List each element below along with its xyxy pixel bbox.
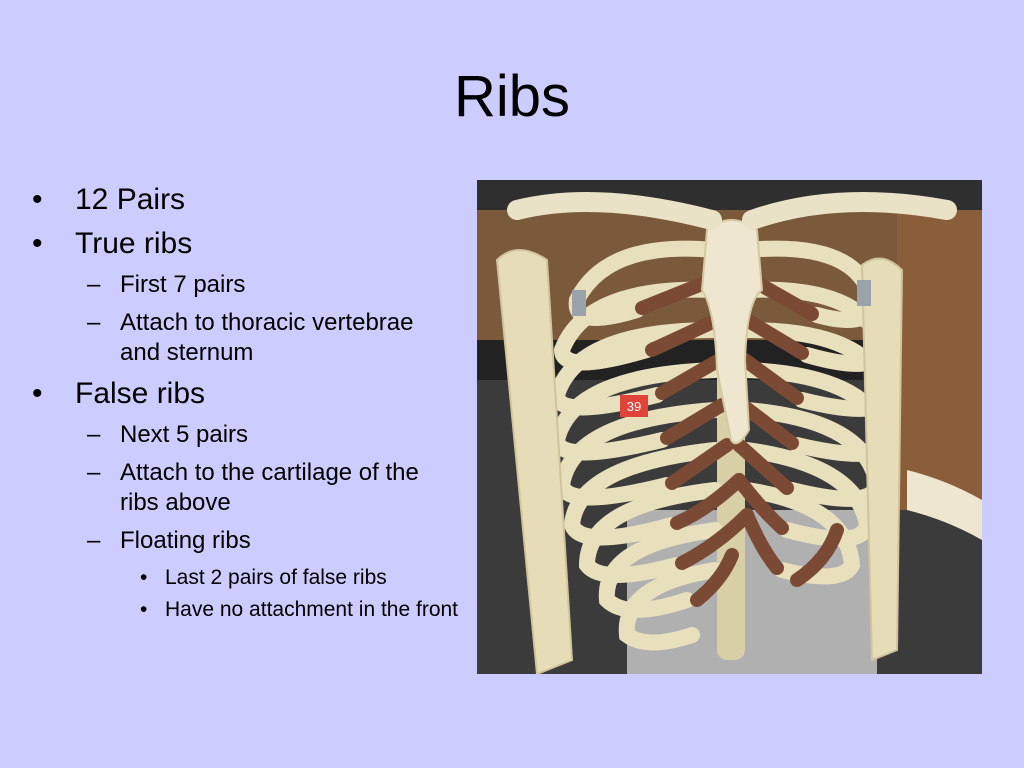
bullet-text: Floating ribs (120, 527, 251, 554)
bullet-text: False ribs (75, 377, 206, 410)
left-humerus (495, 249, 574, 674)
red-label-tag-text: 39 (627, 399, 641, 414)
right-humerus (860, 257, 904, 662)
bullet-dot: • (140, 598, 148, 621)
dash-mark: – (87, 271, 101, 298)
metal-joint-right (857, 280, 871, 306)
dash-mark: – (87, 421, 101, 448)
loose-bones (907, 470, 982, 540)
bullet-text: True ribs (75, 227, 193, 260)
bullet-text: Attach to thoracic vertebrae and sternum (120, 309, 414, 366)
sub-bullet-attach-thoracic: – Attach to thoracic vertebrae and stern… (28, 308, 458, 368)
wooden-stand (897, 210, 982, 510)
bullet-text: Last 2 pairs of false ribs (165, 566, 387, 589)
bullet-text: 12 Pairs (75, 183, 186, 216)
sub-bullet-attach-cartilage: – Attach to the cartilage of the ribs ab… (28, 458, 458, 518)
bullet-dot: • (32, 377, 43, 410)
sub-bullet-first-7-pairs: – First 7 pairs (28, 270, 458, 300)
sub-sub-bullet-no-attachment: • Have no attachment in the front (28, 596, 458, 624)
ribcage-photo: 39 (477, 180, 982, 674)
slide-title: Ribs (453, 64, 571, 129)
sub-bullet-floating-ribs: – Floating ribs (28, 526, 458, 556)
red-label-tag (620, 395, 648, 417)
bullet-dot: • (32, 227, 43, 260)
bullet-text: Have no attachment in the front (165, 598, 459, 621)
sub-sub-bullet-last-2-pairs: • Last 2 pairs of false ribs (28, 564, 458, 592)
bullet-text: First 7 pairs (120, 271, 246, 298)
bullet-dot: • (140, 566, 148, 589)
bullet-text: Attach to the cartilage of the ribs abov… (120, 459, 419, 516)
dash-mark: – (87, 459, 101, 486)
sub-bullet-next-5-pairs: – Next 5 pairs (28, 420, 458, 450)
left-clavicle (507, 192, 722, 230)
bullet-list: • 12 Pairs • True ribs – First 7 pairs –… (28, 182, 458, 628)
bullet-false-ribs: • False ribs (28, 376, 458, 412)
bullet-text: Next 5 pairs (120, 421, 249, 448)
bullet-dot: • (32, 183, 43, 216)
ribcage-illustration: 39 (477, 180, 982, 674)
dash-mark: – (87, 527, 101, 554)
dash-mark: – (87, 309, 101, 336)
costal-cartilage (635, 273, 844, 607)
bullet-true-ribs: • True ribs (28, 226, 458, 262)
metal-joint-left (572, 290, 586, 316)
right-clavicle (742, 192, 957, 230)
bullet-12-pairs: • 12 Pairs (28, 182, 458, 218)
